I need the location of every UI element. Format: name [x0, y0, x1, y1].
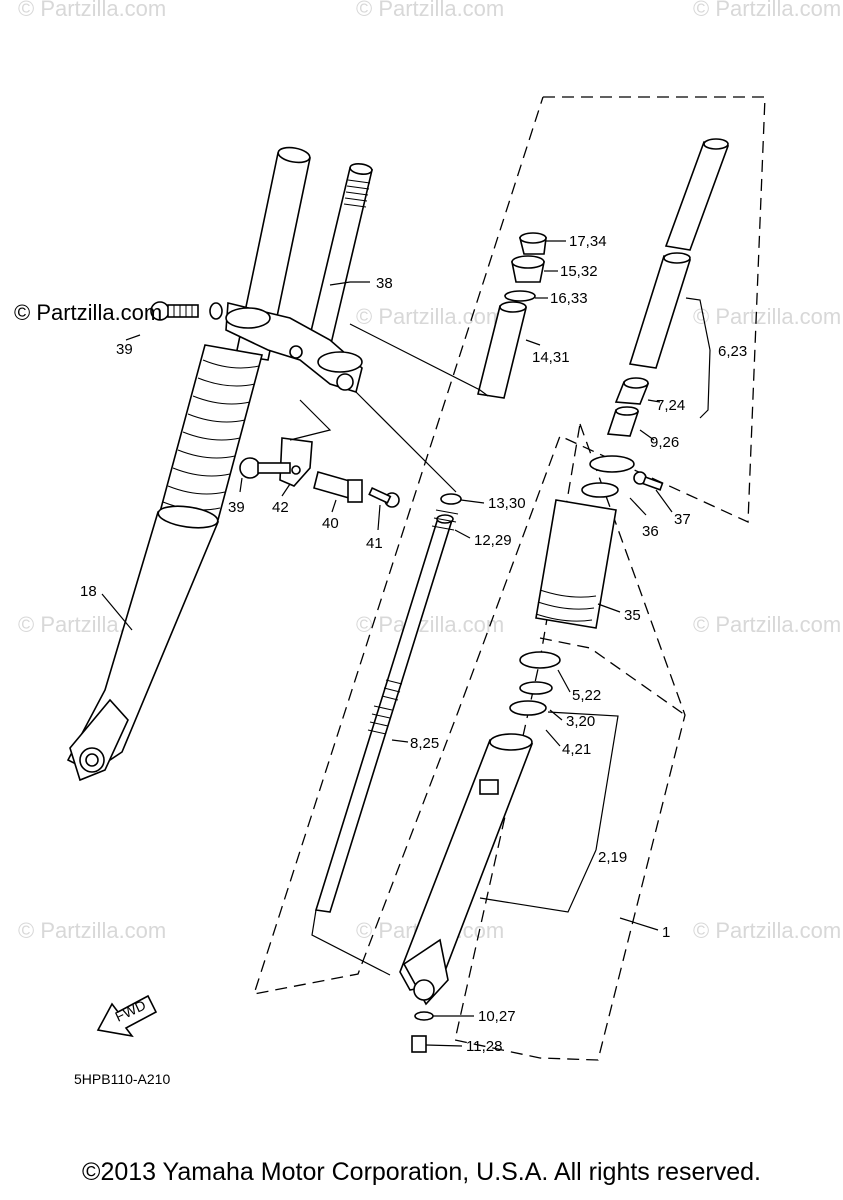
callout-17-34: 17,34 — [569, 233, 607, 250]
callout-6-23: 6,23 — [718, 343, 747, 360]
callout-15-32: 15,32 — [560, 263, 598, 280]
top-small-parts — [477, 232, 547, 399]
inner-assembly-outline — [253, 96, 766, 995]
watermark: © Partzilla.com — [18, 918, 167, 943]
callout-8-25: 8,25 — [410, 735, 439, 752]
callout-7-24: 7,24 — [656, 397, 685, 414]
callout-35: 35 — [624, 607, 641, 624]
damper-rod — [314, 493, 462, 913]
callout-37: 37 — [674, 511, 691, 528]
callout-11-28: 11,28 — [466, 1038, 502, 1055]
callout-3-20: 3,20 — [566, 713, 595, 730]
callout-1: 1 — [662, 924, 670, 941]
bracket-parts — [239, 437, 400, 508]
outer-tube — [399, 651, 561, 1053]
callout-5-22: 5,22 — [572, 687, 601, 704]
callout-13-30: 13,30 — [488, 495, 526, 512]
bolt-39-top — [150, 301, 223, 321]
inner-tube — [606, 138, 730, 437]
left-fork-assembly — [66, 146, 373, 782]
leader-lines — [101, 240, 711, 1047]
callout-10-27: 10,27 — [478, 1008, 516, 1025]
callout-18: 18 — [80, 583, 97, 600]
callout-4-21: 4,21 — [562, 741, 591, 758]
watermark: © Partzilla.com — [356, 612, 505, 637]
watermark: © Partzilla.com — [18, 0, 167, 21]
callout-41: 41 — [366, 535, 383, 552]
callout-39-top: 39 — [116, 341, 133, 358]
callout-38: 38 — [376, 275, 393, 292]
brand-text: © Partzilla.com — [14, 300, 163, 325]
fwd-arrow-icon: FWD — [96, 994, 158, 1038]
seal-and-boot — [535, 455, 664, 629]
callout-36: 36 — [642, 523, 659, 540]
callout-16-33: 16,33 — [550, 290, 588, 307]
diagram-code: 5HPB110-A210 — [74, 1071, 170, 1087]
callout-40: 40 — [322, 515, 339, 532]
copyright-text: ©2013 Yamaha Motor Corporation, U.S.A. A… — [82, 1158, 761, 1186]
watermark: © Partzilla.com — [693, 0, 842, 21]
watermark: © Partzilla.com — [693, 304, 842, 329]
watermark: © Partzilla.com — [356, 0, 505, 21]
callout-12-29: 12,29 — [474, 532, 512, 549]
watermark: © Partzilla.com — [693, 918, 842, 943]
callout-2-19: 2,19 — [598, 849, 627, 866]
watermark: © Partzilla.com — [693, 612, 842, 637]
callout-39-lower: 39 — [228, 499, 245, 516]
callout-14-31: 14,31 — [532, 349, 570, 366]
callout-42: 42 — [272, 499, 289, 516]
watermark: © Partzilla.com — [356, 304, 505, 329]
callout-9-26: 9,26 — [650, 434, 679, 451]
